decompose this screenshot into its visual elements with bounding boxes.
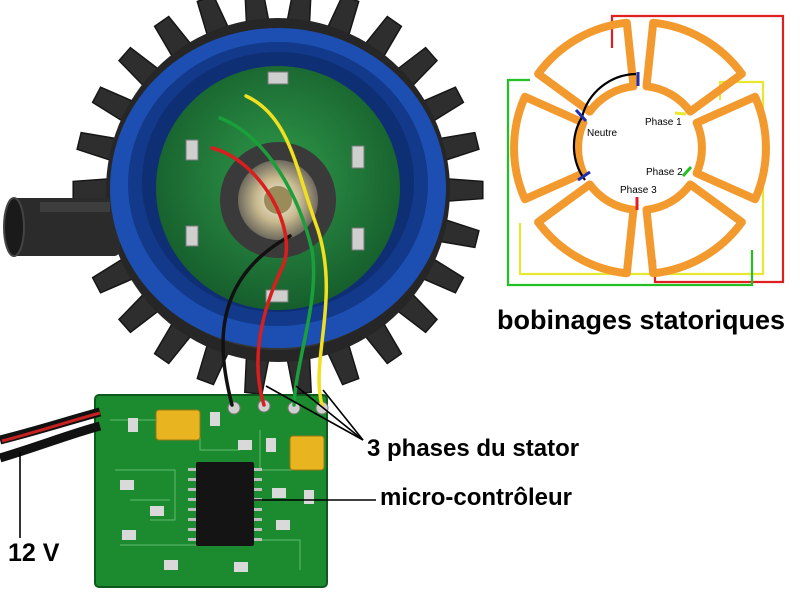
stator-wires <box>210 94 329 407</box>
stator-coil <box>692 92 770 204</box>
stator-coil <box>642 18 746 116</box>
callout-lines <box>19 385 376 538</box>
neutral-link <box>572 72 693 210</box>
coil-labels: Neutre Phase 1 Phase 2 Phase 3 <box>587 117 683 196</box>
controller-board <box>94 394 329 588</box>
power-cable <box>0 407 102 463</box>
callout-12v: 12 V <box>8 539 60 567</box>
stator-coil <box>534 180 638 278</box>
stator-coil <box>510 92 588 204</box>
phase2-wire <box>506 78 754 287</box>
label-neutre: Neutre <box>587 128 617 139</box>
microcontroller-chip <box>196 462 254 546</box>
stator-coil <box>642 180 746 278</box>
stator-coils <box>510 18 770 278</box>
inlet-pipe <box>3 197 120 257</box>
callout-microcontroller: micro-contrôleur <box>380 484 573 511</box>
stator-coil <box>534 18 638 116</box>
callout-stator-phases: 3 phases du stator <box>367 435 580 462</box>
diagram-title: bobinages statoriques <box>497 305 786 335</box>
label-phase2: Phase 2 <box>646 167 683 178</box>
phase3-wire <box>610 14 785 284</box>
label-phase3: Phase 3 <box>620 185 657 196</box>
label-phase1: Phase 1 <box>645 117 682 128</box>
